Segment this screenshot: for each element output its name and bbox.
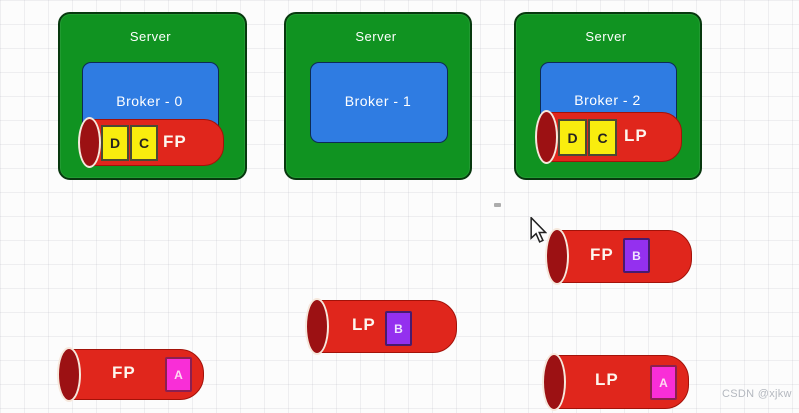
partition-cylinder-lp-a[interactable] — [545, 355, 689, 409]
partition-label-lp-a: LP — [595, 370, 619, 389]
mouse-cursor-icon — [530, 217, 547, 243]
broker-label-0: Broker - 0 — [116, 93, 183, 109]
server-label-1: Server — [355, 29, 397, 44]
stray-mark — [494, 203, 501, 207]
cylinder-end-cap — [535, 110, 558, 164]
cylinder-end-cap — [78, 117, 101, 168]
cylinder-end-cap — [57, 347, 81, 402]
broker-label-2: Broker - 2 — [574, 92, 641, 108]
partition-label-fp-b: FP — [590, 245, 614, 264]
partition-label-fp-a: FP — [112, 363, 136, 382]
replica-box-d[interactable]: D — [101, 125, 129, 161]
server-label-2: Server — [585, 29, 627, 44]
cylinder-end-cap — [305, 298, 329, 355]
replica-box-d[interactable]: D — [558, 119, 587, 156]
replica-box-c[interactable]: C — [588, 119, 617, 156]
replica-box-b[interactable]: B — [623, 238, 650, 273]
partition-label-lp2: LP — [624, 126, 648, 145]
partition-label-lp-b: LP — [352, 315, 376, 334]
partition-cylinder-fp-b[interactable] — [548, 230, 692, 283]
replica-box-a[interactable]: A — [650, 365, 677, 400]
watermark: CSDN @xjkw — [722, 388, 792, 400]
broker-label-1: Broker - 1 — [344, 93, 412, 109]
broker-box-1[interactable] — [310, 62, 448, 143]
partition-cylinder-lp-b[interactable] — [308, 300, 457, 353]
replica-box-c[interactable]: C — [130, 125, 158, 161]
replica-box-b[interactable]: B — [385, 311, 412, 346]
partition-label-fp0: FP — [163, 132, 187, 151]
server-label-0: Server — [129, 29, 172, 44]
cylinder-end-cap — [542, 353, 566, 411]
cylinder-end-cap — [545, 228, 569, 285]
replica-box-a[interactable]: A — [165, 357, 192, 392]
